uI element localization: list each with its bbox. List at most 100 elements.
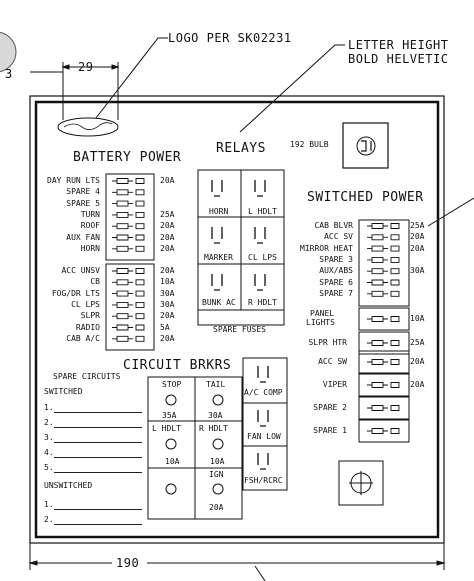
breaker-r-hdlt-amp: 10A [210,457,225,466]
relay-cl-lps-label: CL LPS [248,253,277,262]
relay-fan-low-label: FAN LOW [247,432,281,441]
switched-single-label: VIPER [322,380,347,389]
fuse-icon [367,428,400,434]
fuse-icon [367,382,400,388]
bulb-label: 192 BULB [290,140,329,149]
spare-circuit-line [54,500,142,510]
spare-circuit-number: 1. [44,403,54,412]
panel-lights-label-2: LIGHTS [306,318,335,327]
fuse-icon [367,316,400,322]
switched-single-amp: 25A [410,338,425,347]
fuse-label: FOG/DR LTS [51,288,100,298]
breaker-stop-amp: 35A [162,411,177,420]
fuse-label: TURN [80,209,100,219]
fuse-icon [112,279,145,286]
switched-fuse-amp: 20A [410,232,425,242]
relay-r-hdlt-label: R HDLT [248,298,277,307]
switched-fuse-label: CAB BLVR [314,221,353,230]
fuse-icon [112,189,145,196]
spare-circuit-line [54,515,142,525]
fuse-icon [112,211,145,218]
fuse-icon [367,234,400,241]
fuse-amp: 20A [160,266,175,275]
breaker-tail-label: TAIL [206,380,226,389]
fuse-amp: 20A [160,243,175,253]
spare-circuits-label: SPARE CIRCUITS [53,372,121,381]
switched-fuse-amp: 20A [410,243,425,253]
breaker-ign-label: IGN [209,470,224,479]
switched-single-label: SPARE 2 [313,403,347,412]
fuse-icon [112,223,145,230]
battery-power-title: BATTERY POWER [73,150,182,165]
fuse-icon [112,313,145,320]
spare-circuit-number: 4. [44,448,54,457]
fuse-icon [367,268,400,275]
breaker-tail-amp: 30A [208,411,223,420]
fuse-icon [112,290,145,297]
fuse-amp: 20A [160,176,175,185]
switched-fuse-label: MIRROR HEAT [300,243,353,253]
fuse-label: ROOF [80,221,100,231]
fuse-icon [367,359,400,365]
fuse-amp: 20A [160,232,175,242]
letter-height-callout: LETTER HEIGHT [348,38,449,52]
left-dimension: 3 [5,67,13,81]
fuse-label: SPARE 4 [66,187,100,197]
spare-circuit-number: 1. [44,500,54,509]
fuse-icon [112,245,145,252]
switched-single-label: SPARE 1 [313,426,347,435]
spare-circuit-line [54,463,142,473]
fuse-amp: 20A [160,333,175,343]
relay-bunk-ac-label: BUNK AC [202,298,236,307]
relay-ac-comp-label: A/C COMP [244,388,283,397]
switched-single-amp: 20A [410,380,425,389]
switched-single-label: ACC SW [318,357,347,366]
fuse-icon [112,324,145,331]
fuse-icon [112,178,145,184]
breaker-l-hdlt-label: L HDLT [152,424,181,433]
fuse-icon [367,290,400,297]
fuse-label: CAB A/C [66,333,100,343]
panel-lights-label-1: PANEL [310,309,335,318]
breaker-ign-amp: 20A [209,503,224,512]
fuse-icon [367,223,400,229]
fuse-icon [112,234,145,241]
logo-callout: LOGO PER SK02231 [168,31,292,45]
logo-dimension: 29 [78,60,94,74]
fuse-amp: 5A [160,322,170,332]
switched-fuse-amp: 30A [410,266,425,276]
spare-circuit-line [54,418,142,428]
fuse-label: CB [90,277,100,287]
fuse-label: SPARE 5 [66,198,100,208]
unswitched-label: UNSWITCHED [44,481,93,490]
fuse-label: SLPR [80,311,100,321]
relay-horn-label: HORN [209,207,229,216]
switched-power-title: SWITCHED POWER [307,190,424,205]
switched-label: SWITCHED [44,387,83,396]
relay-l-hdlt-label: L HDLT [248,207,277,216]
fuse-icon [112,301,145,308]
spare-circuit-line [54,433,142,443]
fuse-label: ACC UNSV [61,266,100,275]
fuse-amp: 30A [160,288,175,298]
relay-marker-label: MARKER [204,253,233,262]
fuse-label: AUX FAN [66,232,100,242]
relay-fsh-rcrc-label: FSH/RCRC [244,476,283,485]
fuse-icon [112,335,145,342]
fuse-amp: 30A [160,299,175,309]
fuse-label: CL LPS [71,299,100,309]
switched-fuse-label: SPARE 3 [319,254,353,264]
spare-circuit-number: 5. [44,463,54,472]
fuse-label: DAY RUN LTS [47,176,100,185]
fuse-icon [367,245,400,252]
fuse-icon [367,405,400,411]
switched-fuse-label: SPARE 7 [319,288,353,298]
switched-fuse-label: AUX/ABS [319,266,353,276]
fuse-icon [112,200,145,207]
fuse-label: HORN [80,243,100,253]
spare-circuit-line [54,448,142,458]
fuse-amp: 20A [160,221,175,231]
spare-circuit-number: 3. [44,433,54,442]
breaker-l-hdlt-amp: 10A [165,457,180,466]
